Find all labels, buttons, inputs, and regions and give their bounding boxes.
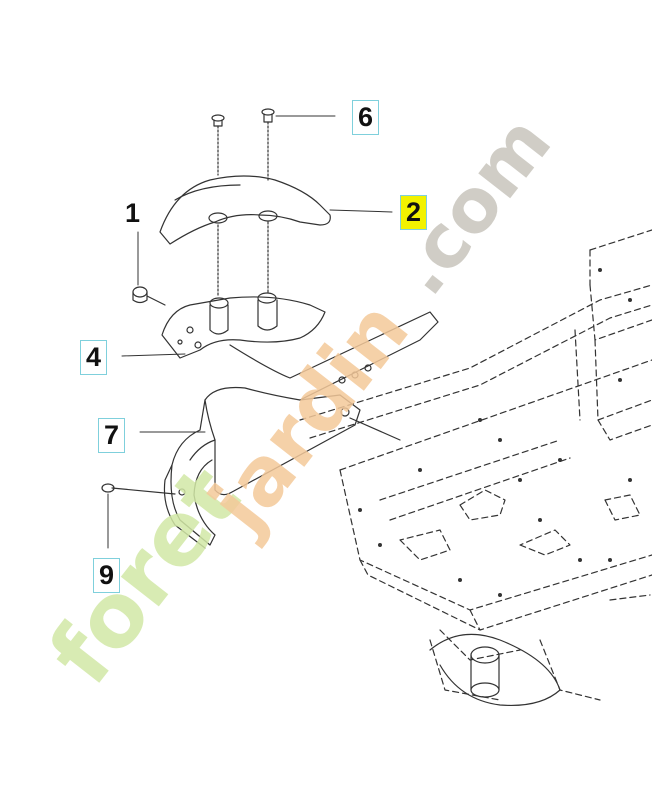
part-9-bolt bbox=[101, 483, 186, 496]
part-6-screws bbox=[211, 108, 275, 181]
callout-9[interactable]: 9 bbox=[93, 558, 121, 593]
part-1-bolt bbox=[132, 286, 166, 306]
frame-holes bbox=[358, 268, 632, 597]
callout-1[interactable]: 1 bbox=[125, 198, 141, 228]
part-4-lower-plate bbox=[161, 292, 326, 359]
part-2-upper-cover bbox=[159, 175, 331, 296]
callout-7[interactable]: 7 bbox=[98, 418, 126, 453]
callout-4[interactable]: 4 bbox=[80, 340, 108, 375]
front-pivot bbox=[429, 633, 561, 707]
callout-6[interactable]: 6 bbox=[352, 100, 380, 135]
part-7-guard bbox=[163, 311, 439, 549]
leader-lines bbox=[107, 115, 393, 549]
callout-2[interactable]: 2 bbox=[400, 195, 428, 230]
frame-outline bbox=[299, 229, 652, 701]
